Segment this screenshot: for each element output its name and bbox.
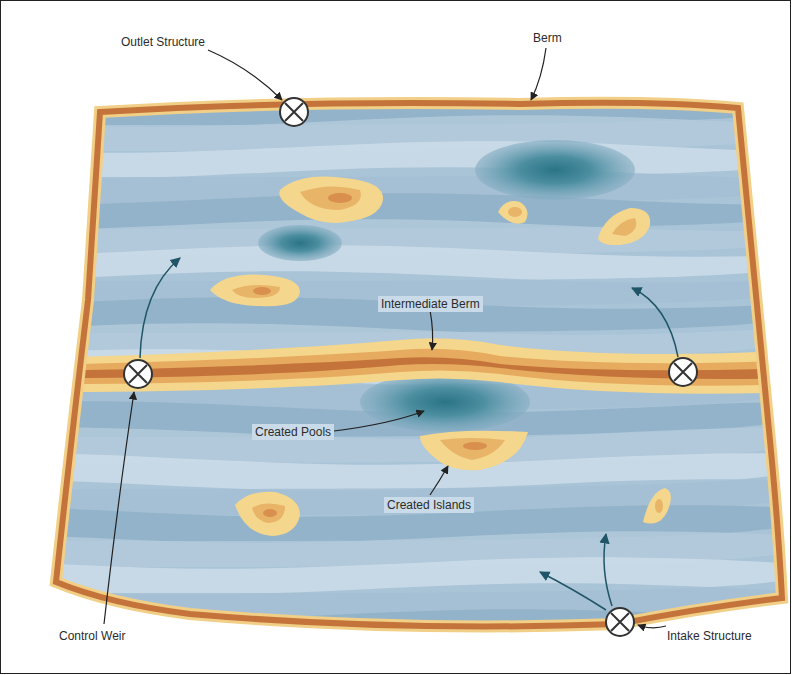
islands-label: Created Islands	[384, 497, 474, 513]
leader-lines	[104, 48, 666, 628]
intake-label: Intake Structure	[664, 628, 755, 644]
structure-symbols	[124, 98, 697, 636]
weir-label: Control Weir	[56, 628, 128, 644]
outlet-label: Outlet Structure	[118, 34, 208, 50]
intermediate-berm-label: Intermediate Berm	[378, 296, 483, 312]
pools-label: Created Pools	[252, 424, 334, 440]
pool	[475, 140, 635, 200]
pool	[258, 225, 342, 261]
berm-halo	[56, 103, 782, 627]
berm-slope	[40, 338, 792, 393]
berm-slope	[40, 349, 792, 386]
berm	[56, 103, 782, 627]
water-bands	[30, 89, 792, 671]
berm-label: Berm	[530, 30, 565, 46]
flow-arrows	[140, 258, 678, 610]
